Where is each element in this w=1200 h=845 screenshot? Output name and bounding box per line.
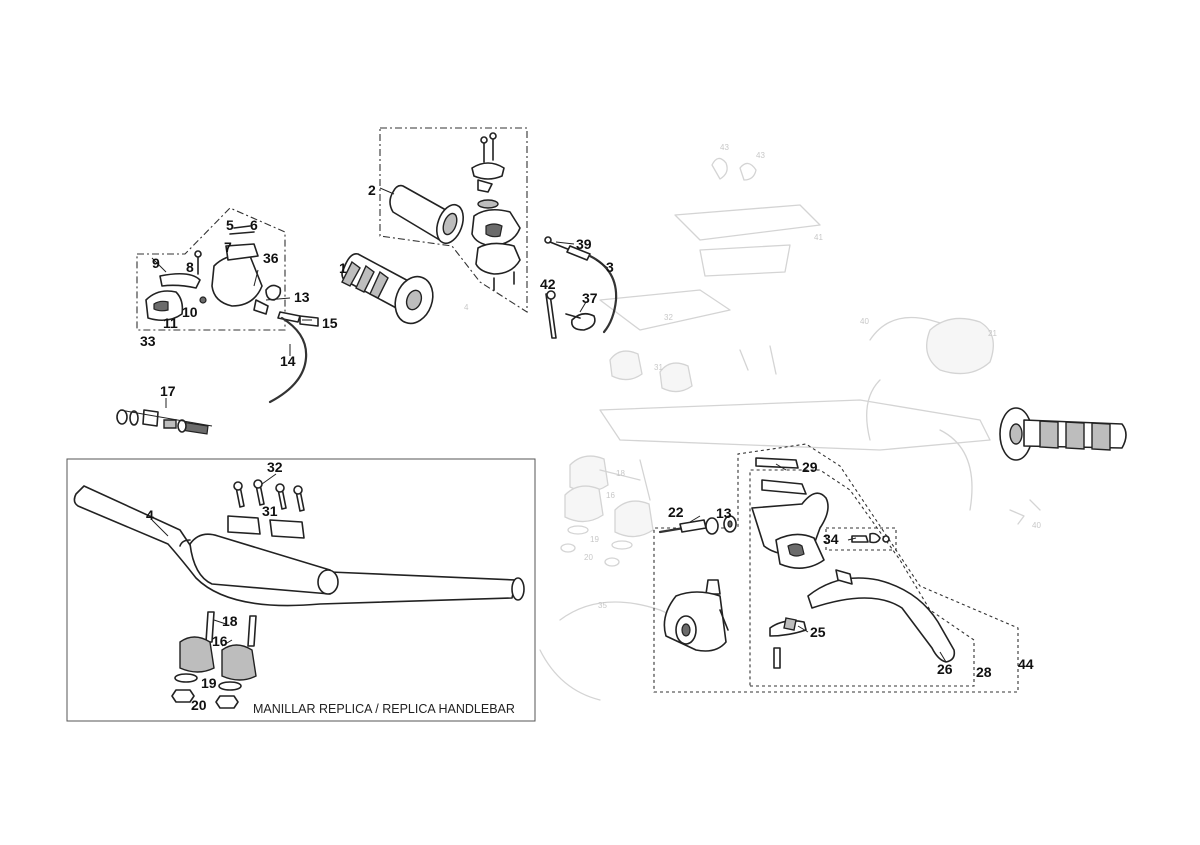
callout-29: 29 <box>802 459 818 475</box>
left-switch-assembly <box>136 207 319 404</box>
callout-16: 16 <box>212 633 228 649</box>
leader-lines <box>119 187 947 663</box>
callouts: 1 2 3 4 5 6 7 8 9 10 11 13 13 14 15 16 1… <box>140 182 1034 713</box>
ghost-callout-21: 21 <box>988 329 997 338</box>
ghost-callout-40b: 40 <box>1032 521 1041 530</box>
callout-11: 11 <box>163 315 178 331</box>
callout-42: 42 <box>540 276 556 292</box>
ghost-callout-43b: 43 <box>756 151 765 160</box>
cable-adjuster-parts <box>545 290 596 339</box>
callout-13b: 13 <box>716 505 732 521</box>
right-grip <box>999 407 1127 461</box>
ghost-callout-43a: 43 <box>720 143 729 152</box>
callout-32: 32 <box>267 459 283 475</box>
callout-20: 20 <box>191 697 207 713</box>
callout-34: 34 <box>823 531 839 547</box>
inset-caption: MANILLAR REPLICA / REPLICA HANDLEBAR <box>253 702 515 716</box>
callout-37: 37 <box>582 290 598 306</box>
left-grip <box>341 252 434 325</box>
callout-4: 4 <box>146 507 154 523</box>
callout-8: 8 <box>186 259 194 275</box>
callout-14: 14 <box>280 353 296 369</box>
callout-5: 5 <box>226 217 234 233</box>
callout-9: 9 <box>152 255 160 271</box>
callout-22: 22 <box>668 504 684 520</box>
callout-28: 28 <box>976 664 992 680</box>
callout-15: 15 <box>322 315 338 331</box>
callout-39: 39 <box>576 236 592 252</box>
ghost-callout-35: 35 <box>598 601 607 610</box>
replica-handlebar-inset <box>66 458 536 722</box>
callout-10: 10 <box>182 304 198 320</box>
callout-26: 26 <box>937 661 953 677</box>
callout-7: 7 <box>224 239 232 255</box>
ghost-callout-18: 18 <box>616 469 625 478</box>
callout-13: 13 <box>294 289 310 305</box>
callout-18: 18 <box>222 613 238 629</box>
callout-2: 2 <box>368 182 376 198</box>
cable-adjuster-set <box>116 409 209 435</box>
ghost-callout-32: 32 <box>664 313 673 322</box>
callout-19: 19 <box>201 675 217 691</box>
ghost-callout-19: 19 <box>590 535 599 544</box>
callout-31: 31 <box>262 503 278 519</box>
callout-17: 17 <box>160 383 176 399</box>
callout-25: 25 <box>810 624 826 640</box>
callout-1: 1 <box>339 260 347 276</box>
ghost-callout-40a: 40 <box>860 317 869 326</box>
callout-33: 33 <box>140 333 156 349</box>
callout-44: 44 <box>1018 656 1034 672</box>
ghost-background-parts <box>539 157 1041 701</box>
throttle-assembly <box>379 127 528 314</box>
callout-36: 36 <box>263 250 279 266</box>
callout-3: 3 <box>606 259 614 275</box>
ghost-callout-4: 4 <box>464 303 469 312</box>
ghost-callouts: 43 43 41 40 21 32 31 18 16 19 20 40 4 35 <box>464 143 1041 610</box>
brake-master-cylinder-assembly <box>653 443 1019 693</box>
ghost-callout-20: 20 <box>584 553 593 562</box>
ghost-callout-31: 31 <box>654 363 663 372</box>
ghost-callout-41: 41 <box>814 233 823 242</box>
callout-6: 6 <box>250 217 258 233</box>
ghost-callout-16: 16 <box>606 491 615 500</box>
